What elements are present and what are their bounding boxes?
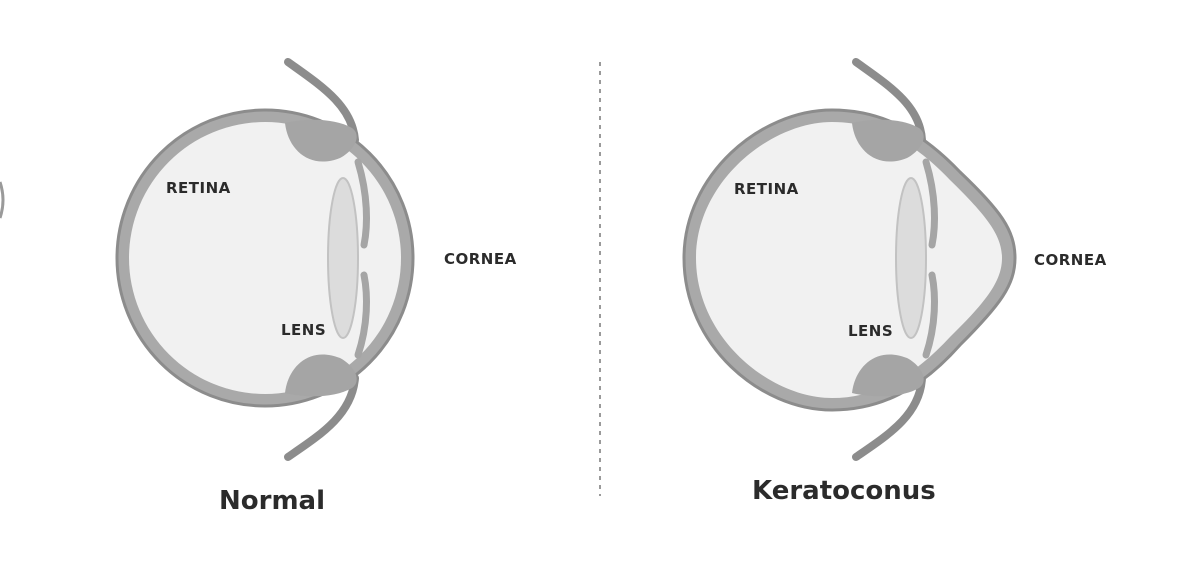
kc-cornea-label: CORNEA [1034,251,1107,269]
normal-lens-shape [327,177,359,339]
normal-eye [115,58,415,461]
normal-lens-label: LENS [281,321,327,339]
kc-iris-top [922,158,938,249]
normal-ciliary-top [285,119,357,162]
kc-iris-bottom [922,271,938,359]
normal-lower-muscle [284,374,359,461]
keratoconus-eye [682,58,1017,461]
kc-inner-body [696,122,1002,398]
kc-ciliary-top [852,119,924,162]
keratoconus-caption: Keratoconus [752,476,936,506]
kc-lower-muscle [852,374,926,461]
normal-inner-body [129,122,401,394]
normal-caption: Normal [219,486,325,516]
normal-iris-top [354,158,370,249]
kc-retina-label: RETINA [734,180,799,198]
normal-iris-bottom [354,271,370,359]
normal-cornea-label: CORNEA [444,250,517,268]
normal-ciliary-bottom [285,354,357,397]
kc-lens-shape [895,177,927,339]
normal-retina-label: RETINA [166,179,231,197]
kc-lens-label: LENS [848,322,894,340]
kc-ciliary-bottom [852,354,924,397]
edge-arc [0,181,5,219]
